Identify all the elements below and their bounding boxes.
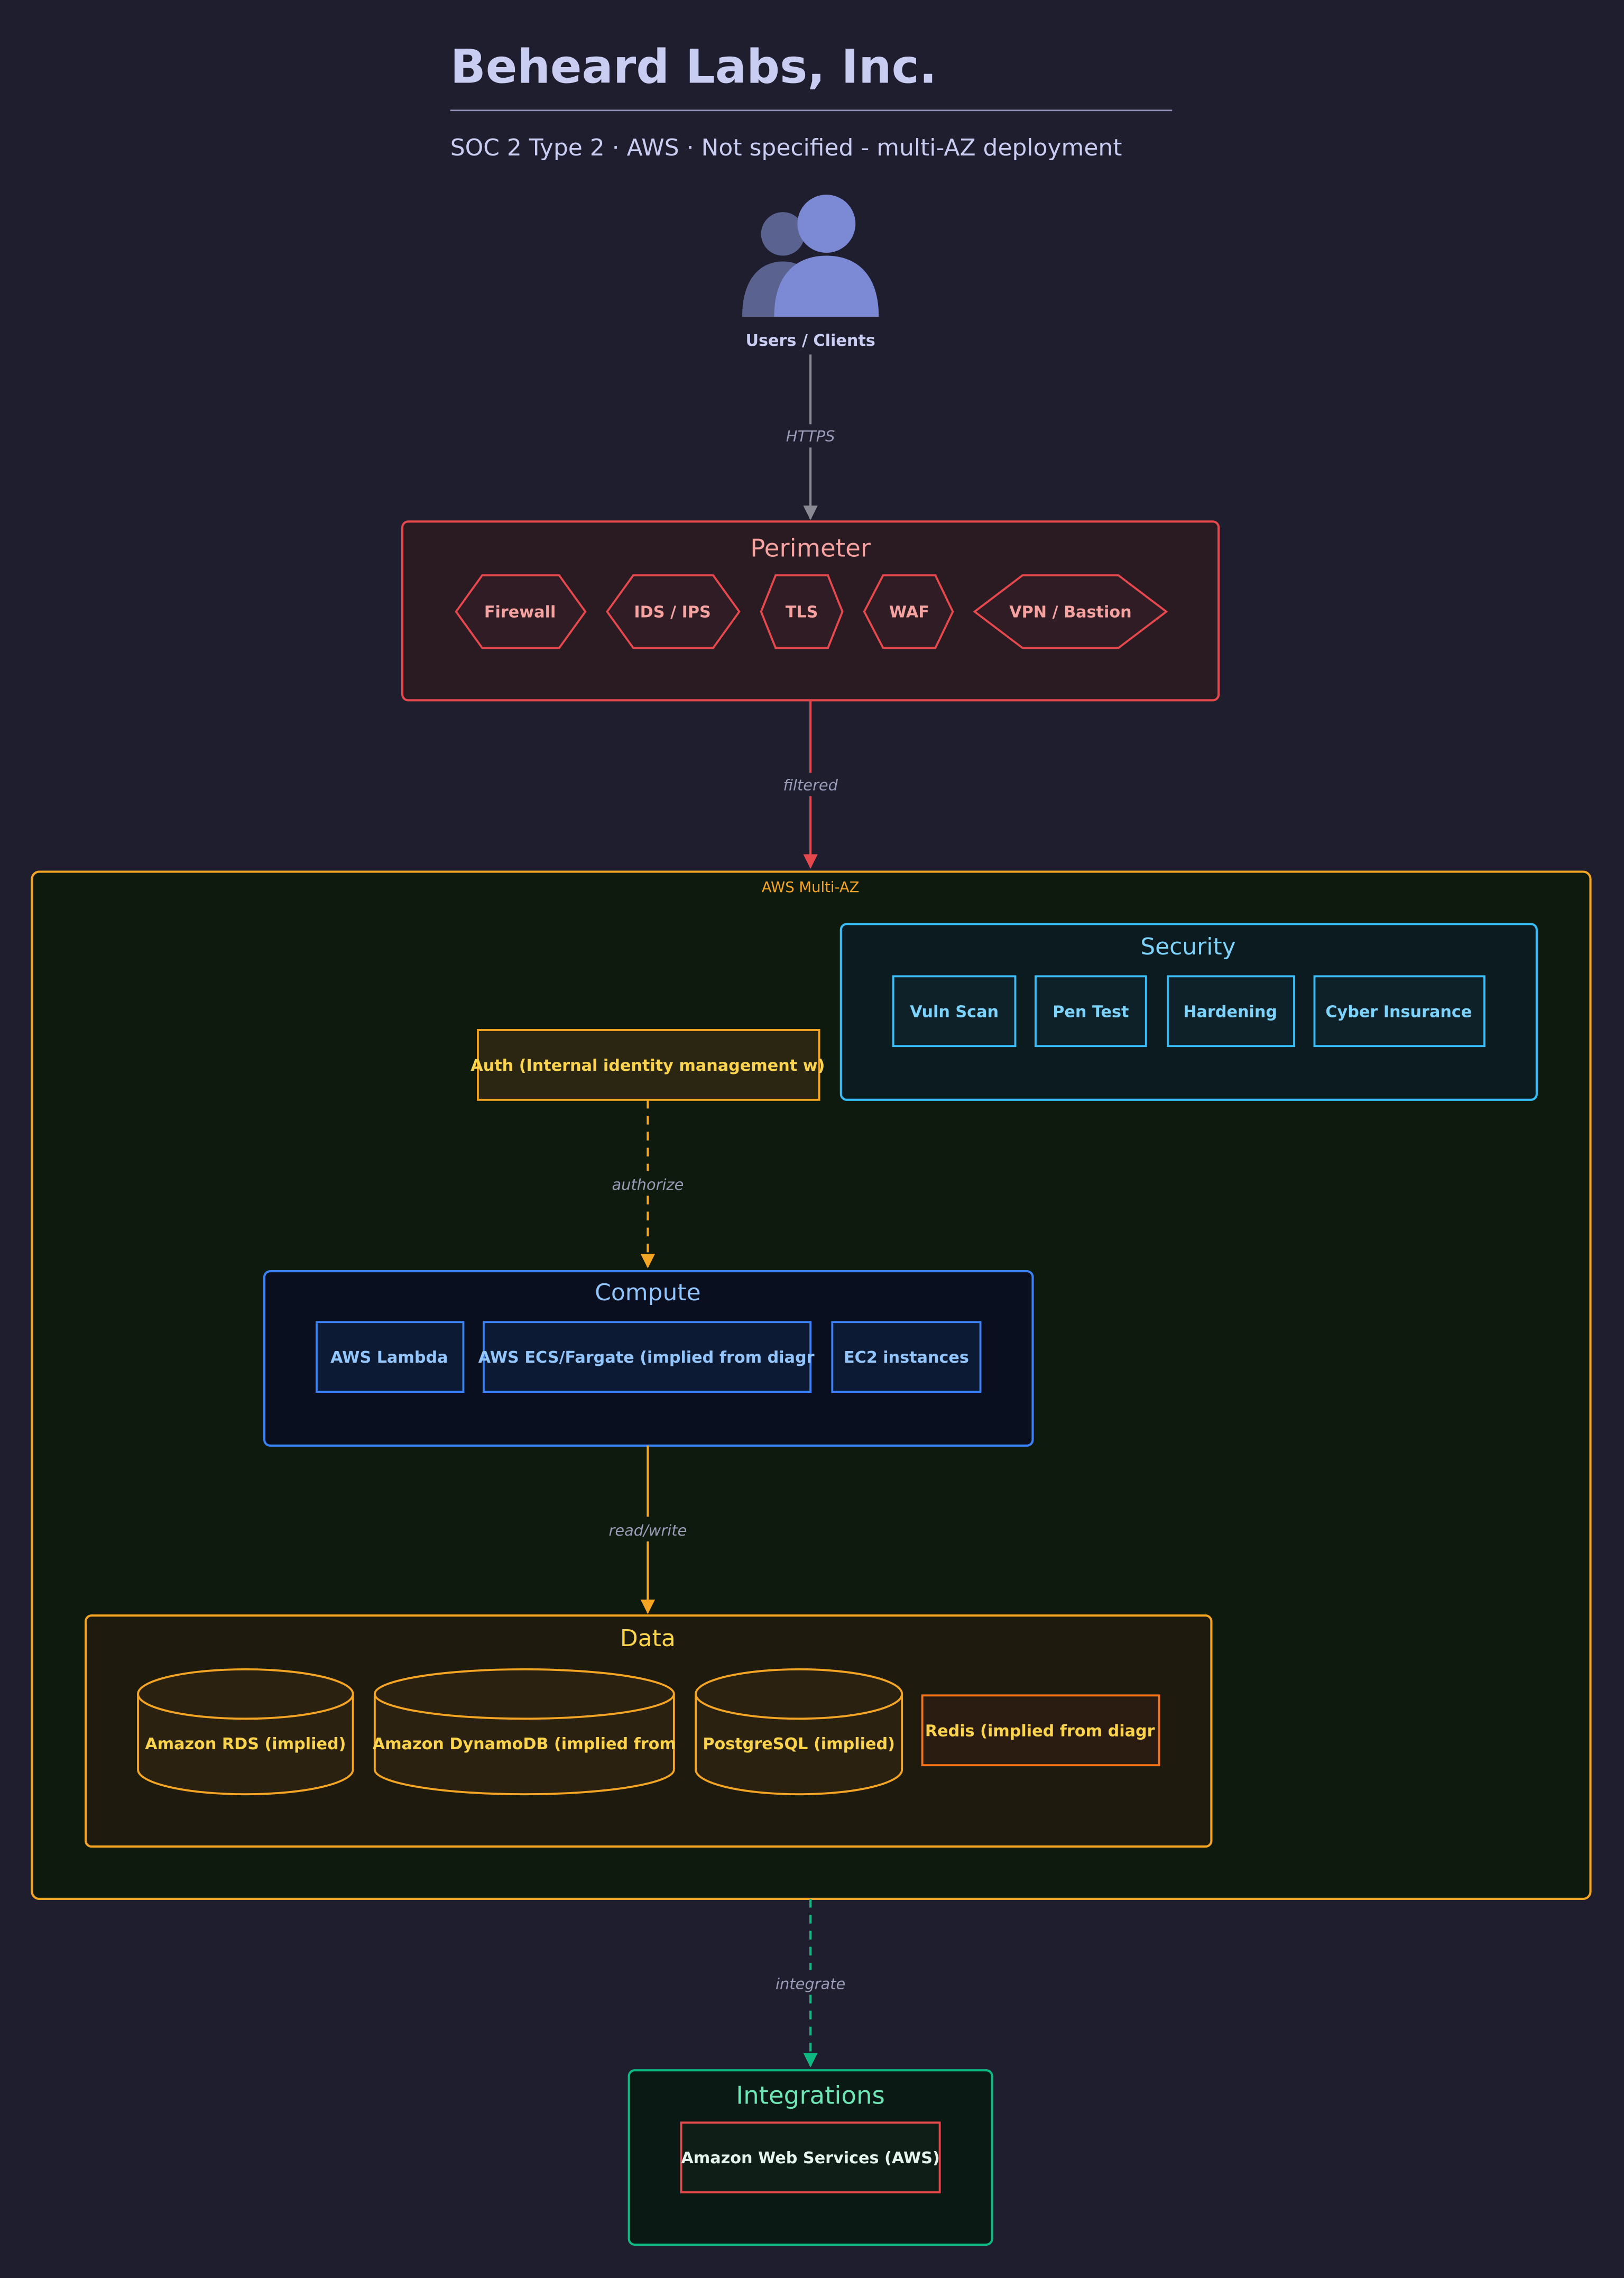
perimeter-items: Firewall IDS / IPS TLS WAF VPN / Bastion (455, 574, 1168, 649)
cache-redis-label: Redis (implied from diagr (925, 1722, 1155, 1740)
perimeter-tls-label: TLS (786, 603, 818, 622)
security-cyber-insurance-label: Cyber Insurance (1325, 1003, 1472, 1021)
security-vuln-scan-box (892, 975, 1017, 1048)
compute-ec2-label: EC2 instances (844, 1348, 969, 1367)
database-dynamodb-icon (373, 1668, 675, 1796)
edge-filtered-label: filtered (783, 776, 838, 794)
perimeter-ids-ips-label: IDS / IPS (634, 603, 710, 622)
data-items: Amazon RDS (implied) Amazon DynamoDB (im… (137, 1668, 1160, 1796)
perimeter-firewall-label: Firewall (484, 603, 556, 622)
security-cyber-insurance-box (1313, 975, 1485, 1048)
data-title: Data (620, 1625, 676, 1652)
edge-integrate-label: integrate (776, 1974, 845, 1992)
security-items: Vuln Scan Pen Test Hardening Cyber Insur… (892, 975, 1485, 1048)
security-hardening-label: Hardening (1183, 1003, 1277, 1021)
auth-label: Auth (Internal identity management w) (470, 1057, 825, 1075)
edge-read-write-label: read/write (609, 1521, 687, 1539)
edge-authorize-label: authorize (612, 1175, 684, 1193)
perimeter-ids-ips-hex (606, 574, 741, 649)
database-postgresql-icon (695, 1668, 903, 1796)
security-pen-test-label: Pen Test (1053, 1003, 1129, 1021)
compute-aws-lambda-box (316, 1321, 465, 1393)
integration-aws-box (680, 2121, 941, 2193)
database-dynamodb-label: Amazon DynamoDB (implied from (373, 1735, 676, 1753)
page-subtitle: SOC 2 Type 2 · AWS · Not specified - mul… (450, 134, 1122, 161)
perimeter-waf-hex (863, 574, 954, 649)
perimeter-tls-hex (760, 574, 844, 649)
integrations-title: Integrations (736, 2081, 885, 2110)
perimeter-waf-label: WAF (889, 603, 929, 622)
security-vuln-scan-label: Vuln Scan (910, 1003, 999, 1021)
compute-aws-ecs-label: AWS ECS/Fargate (implied from diagr (478, 1348, 815, 1367)
page-title: Beheard Labs, Inc. (450, 40, 937, 94)
perimeter-firewall-hex (455, 574, 587, 649)
perimeter-vpn-bastion-label: VPN / Bastion (1009, 603, 1131, 622)
database-rds-label: Amazon RDS (implied) (145, 1735, 346, 1753)
compute-items: AWS Lambda AWS ECS/Fargate (implied from… (316, 1321, 982, 1393)
compute-title: Compute (595, 1279, 700, 1306)
database-rds-icon (137, 1668, 354, 1796)
cloud-label: AWS Multi-AZ (762, 879, 860, 896)
users-label: Users / Clients (745, 332, 875, 350)
perimeter-title: Perimeter (750, 534, 871, 563)
edge-https-label: HTTPS (786, 427, 835, 445)
cache-redis-box (921, 1694, 1160, 1767)
security-hardening-box (1167, 975, 1295, 1048)
users-icon (742, 195, 879, 317)
compute-aws-ecs-box (482, 1321, 812, 1393)
compute-aws-lambda-label: AWS Lambda (330, 1348, 448, 1367)
perimeter-vpn-bastion-hex (973, 574, 1168, 649)
integration-aws-label: Amazon Web Services (AWS) (681, 2149, 939, 2167)
compute-ec2-box (831, 1321, 982, 1393)
security-title: Security (1140, 933, 1236, 960)
database-postgresql-label: PostgreSQL (implied) (703, 1735, 895, 1753)
security-pen-test-box (1035, 975, 1147, 1048)
